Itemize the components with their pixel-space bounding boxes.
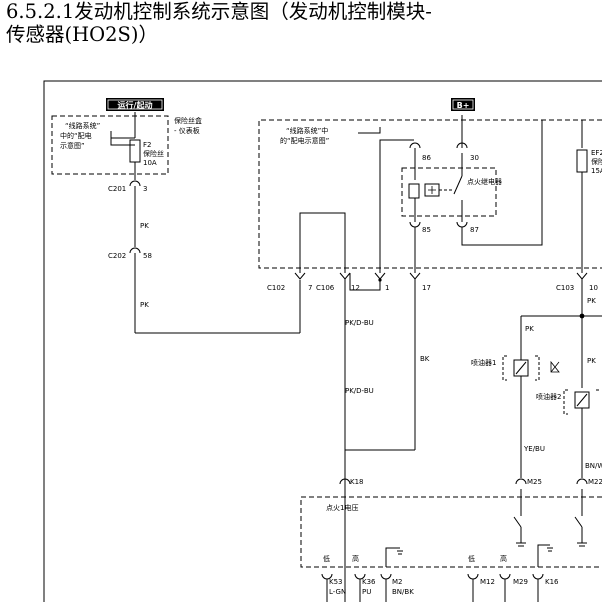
c201-label: C201 [108,185,126,193]
fuse-ef-desc: 保险 [591,157,602,166]
relay-pin-87: 87 [470,226,479,234]
run-start-source [106,98,164,111]
page-title: 6.5.2.1发动机控制系统示意图（发动机控制模块- 传感器(HO2S)） [6,0,432,46]
c106-pin-1: 1 [385,284,389,292]
fuse-ef [576,149,588,173]
wire-yebu: YE/BU [523,445,545,453]
run-start-label: 运行/起动 [118,100,153,110]
injector-2-label: 喷油器2 [536,392,561,401]
bplus-label: B+ [457,101,470,110]
fuse-f2-name: F2 [143,141,151,149]
relay-label: 点火继电器 [467,177,502,186]
injector-1-label: 喷油器1 [471,358,496,367]
fuse-f2-desc: 保险丝 [143,149,164,158]
ecm-wire-bnbk: BN/BK [392,588,414,596]
ecm-pin-m12: M12 [480,578,495,586]
ecm-high-2: 高 [500,554,507,563]
ecm-pin-m25: M25 [527,478,542,486]
c201-pin: 3 [143,185,147,193]
ecm-wire-lgn: L-GN [329,588,346,596]
fuse-ef-name: EF2 [591,149,602,157]
power-dist-note-1: “线路系统” [65,121,100,130]
ecm-wire-pu: PU [362,588,371,596]
wire-pk-5: PK [587,357,596,365]
power-dist-mid-2: 的“配电示意图” [280,136,329,145]
wire-pk-1: PK [140,222,149,230]
relay-pin-30: 30 [470,154,479,162]
relay-pin-85: 85 [422,226,431,234]
ecm-pin-k18: K18 [350,478,364,486]
c102-label: C102 [267,284,285,292]
ecm-pin-k53: K53 [329,578,343,586]
ecm-pin-m22: M22 [588,478,602,486]
c106-label: C106 [316,284,335,292]
wire-pk-4: PK [587,297,596,305]
ecm-ign-voltage: 点火1电压 [326,503,358,512]
c202-label: C202 [108,252,126,260]
ecm-low-1: 低 [323,554,330,563]
ecm-box [300,496,602,568]
power-dist-mid-1: “线路系统”中 [286,126,328,135]
relay-pin-86: 86 [422,154,431,162]
c103-pin: 10 [589,284,598,292]
wire-pk-3: PK [525,325,534,333]
c106-pin-17: 17 [422,284,431,292]
diagram-frame [43,80,602,602]
fuse-ef-rating: 15A [591,167,602,175]
wire-bnw: BN/W [585,462,602,470]
fuse-block-note-1: 保险丝盒 [174,116,202,125]
wire-pk-dbu-1: PK/D-BU [345,319,374,327]
power-dist-note-3: 示意图” [60,141,85,150]
fuse-f2 [129,139,141,163]
ecm-low-2: 低 [468,554,475,563]
relay-box [401,167,497,217]
fuse-f2-rating: 10A [143,159,157,167]
engine-fuse-box [258,119,602,269]
wire-bk: BK [420,355,430,363]
wire-pk-2: PK [140,301,149,309]
wire-pk-dbu-2: PK/D-BU [345,387,374,395]
c202-pin: 58 [143,252,152,260]
c102-pin: 7 [308,284,312,292]
ecm-pin-k36: K36 [362,578,376,586]
fuse-block-box [51,115,169,175]
ecm-pin-k16: K16 [545,578,559,586]
ecm-pin-m2: M2 [392,578,403,586]
power-dist-note-2: 中的“配电 [60,131,92,140]
ecm-pin-m29: M29 [513,578,528,586]
c106-pin-12: 12 [351,284,360,292]
bplus-source [451,98,475,111]
fuse-block-note-2: - 仪表板 [174,126,200,135]
ecm-high-1: 高 [352,554,359,563]
c103-label: C103 [556,284,574,292]
